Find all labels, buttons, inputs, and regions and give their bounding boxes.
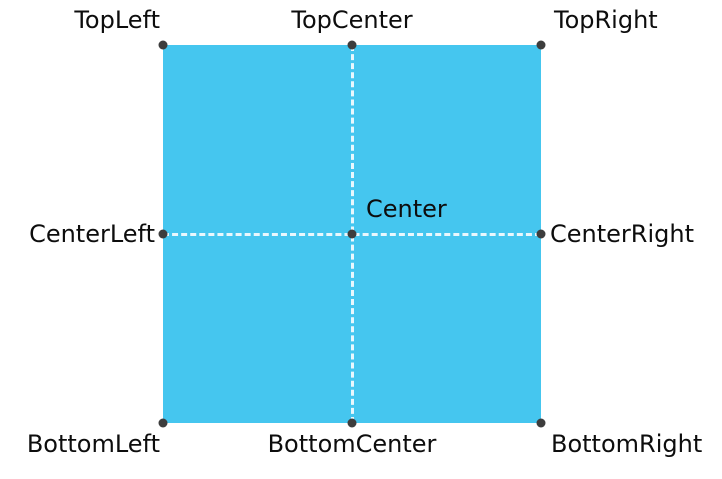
anchor-label-center-right: CenterRight <box>550 220 694 248</box>
anchor-label-bottom-left: BottomLeft <box>26 430 160 458</box>
anchor-label-bottom-center: BottomCenter <box>267 430 437 458</box>
anchor-label-center: Center <box>366 195 447 223</box>
anchor-dot-center-left[interactable] <box>158 229 168 239</box>
anchor-label-center-left: CenterLeft <box>29 220 155 248</box>
anchor-label-bottom-right: BottomRight <box>551 430 703 458</box>
anchor-label-top-right: TopRight <box>554 6 658 34</box>
anchor-dot-bottom-center[interactable] <box>347 418 357 428</box>
anchor-dot-center-right[interactable] <box>536 229 546 239</box>
anchor-dot-top-left[interactable] <box>158 40 168 50</box>
anchor-dot-bottom-right[interactable] <box>536 418 546 428</box>
anchor-dot-bottom-left[interactable] <box>158 418 168 428</box>
anchor-dot-top-right[interactable] <box>536 40 546 50</box>
anchor-label-top-left: TopLeft <box>74 6 160 34</box>
anchor-dot-top-center[interactable] <box>347 40 357 50</box>
anchor-dot-center[interactable] <box>347 229 357 239</box>
anchor-label-top-center: TopCenter <box>291 6 413 34</box>
